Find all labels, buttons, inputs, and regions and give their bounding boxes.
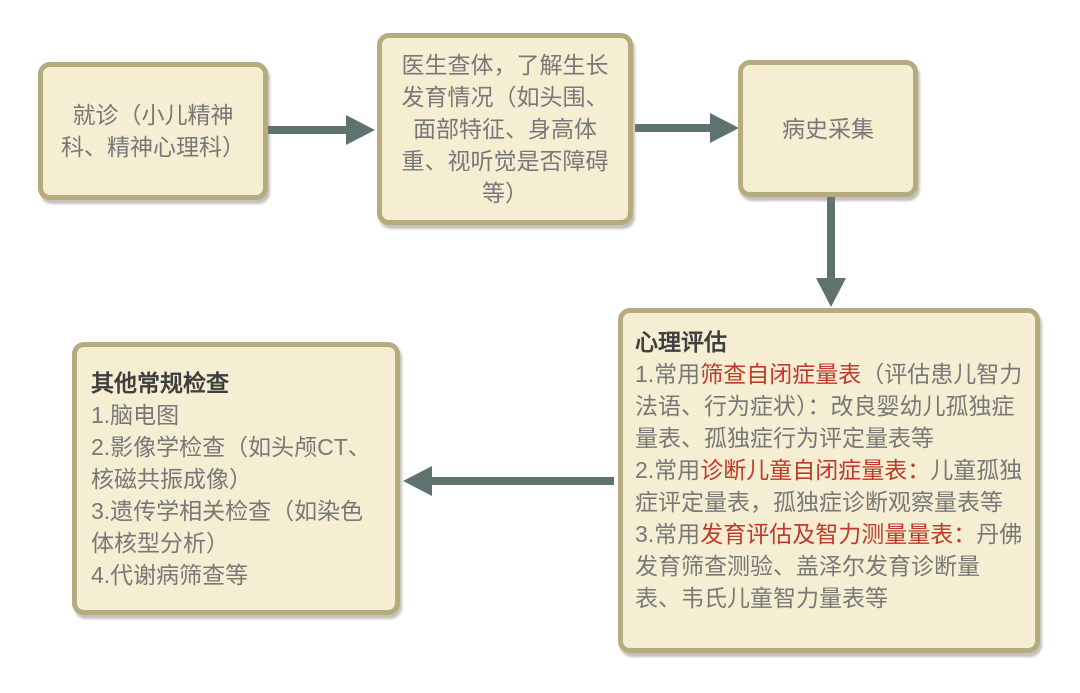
arrow-exam-to-history [635, 113, 739, 143]
box-visit-label: 就诊（小儿精神科、精神心理科） [61, 102, 245, 160]
other-tests-item-3: 3.遗传学相关检查（如染色体核型分析） [91, 497, 364, 556]
assessment-item-1: 1.常用筛查自闭症量表（评估患儿智力法语、行为症状）：改良婴幼儿孤独症量表、孤独… [635, 361, 1023, 451]
arrow-visit-to-exam [266, 115, 375, 145]
assessment-title: 心理评估 [635, 329, 727, 355]
box-assessment: 心理评估 1.常用筛查自闭症量表（评估患儿智力法语、行为症状）：改良婴幼儿孤独症… [618, 308, 1040, 653]
other-tests-item-4: 4.代谢病筛查等 [91, 561, 249, 588]
assessment-item-3: 3.常用发育评估及智力测量量表：丹佛发育筛查测验、盖泽尔发育诊断量表、韦氏儿童智… [635, 521, 1023, 611]
box-history: 病史采集 [738, 60, 918, 197]
box-history-label: 病史采集 [782, 115, 874, 142]
box-exam: 医生查体，了解生长发育情况（如头围、面部特征、身高体重、视听觉是否障碍等） [377, 33, 633, 225]
box-visit: 就诊（小儿精神科、精神心理科） [38, 62, 268, 200]
arrow-history-to-assessment [816, 197, 846, 307]
box-other-tests: 其他常规检查 1.脑电图 2.影像学检查（如头颅CT、核磁共振成像） 3.遗传学… [72, 342, 400, 615]
other-tests-title: 其他常规检查 [91, 369, 229, 396]
assessment-item-2: 2.常用诊断儿童自闭症量表：儿童孤独症评定量表，孤独症诊断观察量表等 [635, 457, 1023, 515]
other-tests-item-1: 1.脑电图 [91, 401, 180, 428]
arrow-assessment-to-other [403, 466, 614, 496]
box-exam-label: 医生查体，了解生长发育情况（如头围、面部特征、身高体重、视听觉是否障碍等） [401, 52, 609, 206]
other-tests-item-2: 2.影像学检查（如头颅CT、核磁共振成像） [91, 433, 371, 492]
